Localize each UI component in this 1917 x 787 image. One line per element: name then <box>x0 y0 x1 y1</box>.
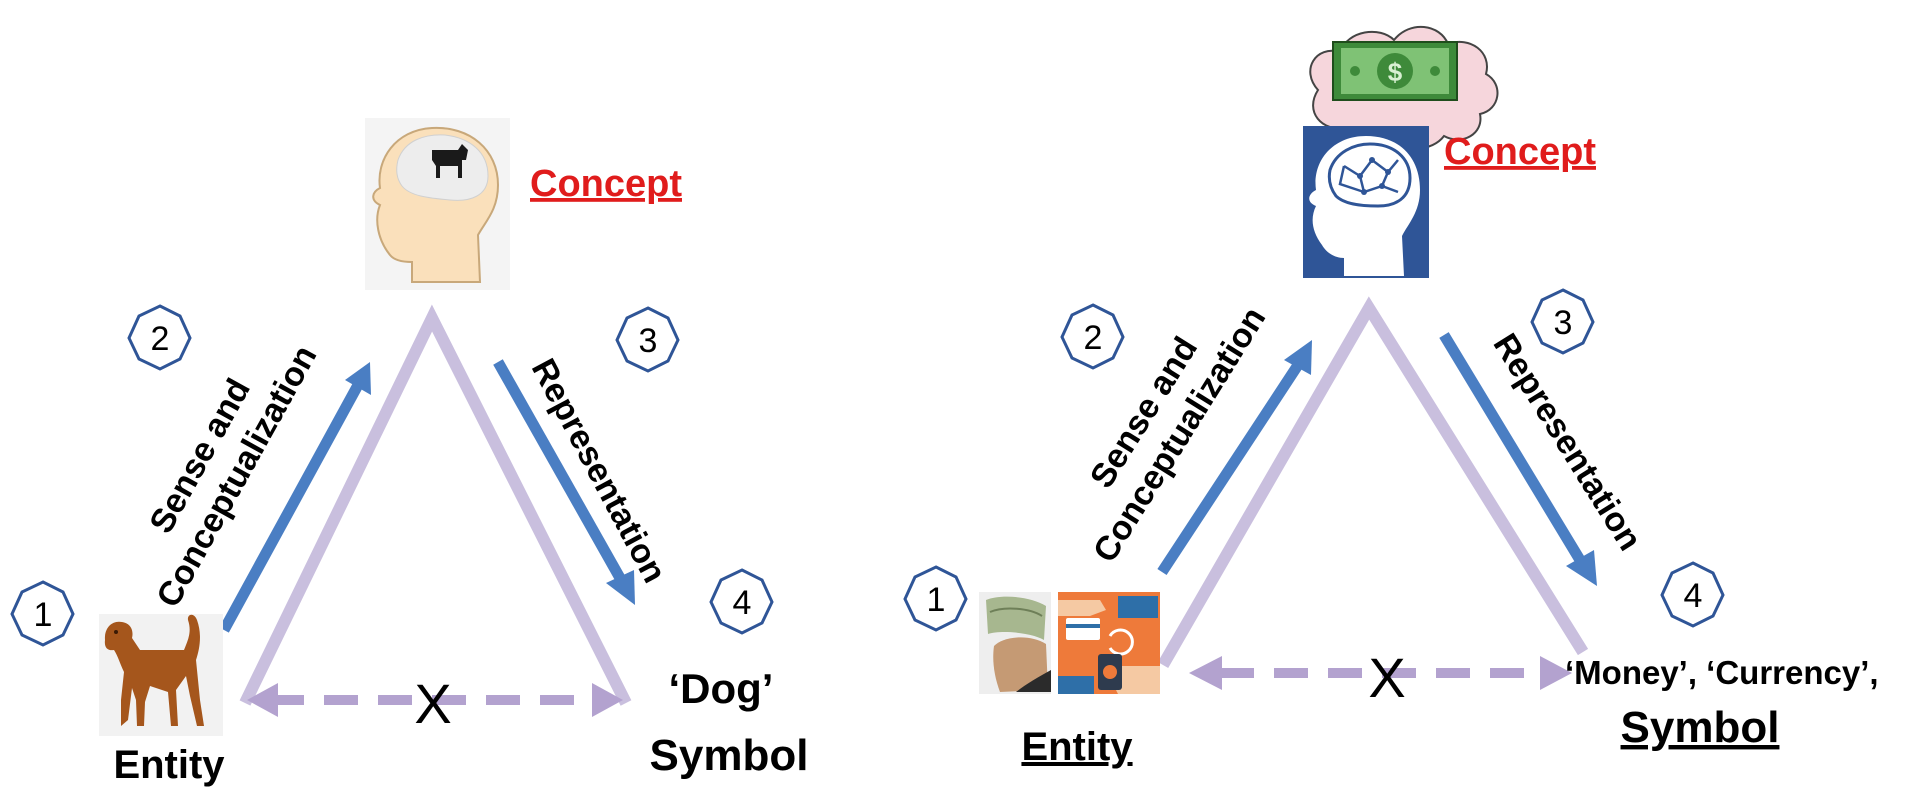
left-entity-label: Entity <box>113 743 225 787</box>
right-cross-mark: X <box>1368 646 1405 709</box>
right-step-4-badge: 4 <box>1660 561 1725 628</box>
right-step-3-number: 3 <box>1554 304 1573 342</box>
left-conceptualization-arrow <box>219 362 371 633</box>
left-triangle <box>239 304 632 706</box>
right-concept-label: Concept <box>1444 131 1596 173</box>
dog-icon <box>99 614 223 736</box>
right-representation-arrow <box>1439 332 1597 586</box>
left-symbol-quote: ‘Dog’ <box>669 665 774 712</box>
right-step-3-badge: 3 <box>1530 288 1595 355</box>
left-representation-arrow <box>493 359 635 605</box>
right-conceptualization-arrow <box>1157 340 1312 576</box>
right-diagram: X Sense and Conceptualization Representa… <box>903 25 1879 769</box>
head-with-dog-icon <box>365 118 510 290</box>
payment-exchange-icon <box>1058 592 1160 694</box>
svg-text:$: $ <box>1388 57 1403 87</box>
left-diagram: X Sense and Conceptualization Representa… <box>10 118 809 787</box>
right-step-2-number: 2 <box>1084 319 1103 357</box>
dollar-bill-thought-icon: $ <box>1309 25 1499 164</box>
right-step-2-badge: 2 <box>1060 303 1125 370</box>
left-dashed-double-arrow <box>247 683 623 717</box>
right-triangle <box>1157 296 1589 668</box>
left-step-3-badge: 3 <box>615 306 680 373</box>
left-step-4-badge: 4 <box>709 568 774 635</box>
left-step-2-badge: 2 <box>127 304 192 371</box>
cash-in-hand-icon <box>979 592 1051 694</box>
left-step-1-number: 1 <box>34 596 53 634</box>
left-step-3-number: 3 <box>639 322 658 360</box>
right-step-1-number: 1 <box>927 581 946 619</box>
right-symbol-quote: ‘Money’, ‘Currency’, <box>1565 654 1879 691</box>
left-symbol-label: Symbol <box>650 731 809 780</box>
left-step-4-number: 4 <box>733 584 752 622</box>
right-entity-label: Entity <box>1021 725 1133 769</box>
right-step-1-badge: 1 <box>903 565 968 632</box>
right-symbol-label: Symbol <box>1621 703 1780 752</box>
left-step-2-number: 2 <box>151 320 170 358</box>
left-concept-label: Concept <box>530 163 682 205</box>
left-cross-mark: X <box>414 672 451 735</box>
right-dashed-double-arrow <box>1189 656 1572 690</box>
left-step-1-badge: 1 <box>10 580 75 647</box>
head-with-brain-icon <box>1303 126 1429 278</box>
right-step-4-number: 4 <box>1684 577 1703 615</box>
